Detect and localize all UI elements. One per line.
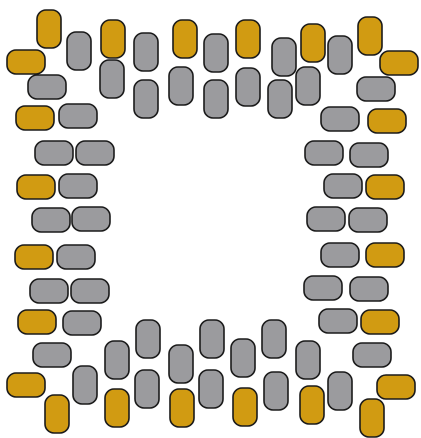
gray-pill (67, 32, 91, 70)
gray-pill (236, 68, 260, 106)
gray-pill (353, 343, 391, 367)
gray-pill (136, 320, 160, 358)
gray-pill (319, 309, 357, 333)
gold-pill (37, 10, 61, 48)
gray-pill (73, 366, 97, 404)
gold-pill (101, 20, 125, 58)
gray-pill (321, 243, 359, 267)
gray-pill (200, 320, 224, 358)
gray-pill (204, 34, 228, 72)
gold-pill (366, 243, 404, 267)
gray-pill (134, 33, 158, 71)
gold-pill (45, 395, 69, 433)
gold-pill (368, 109, 406, 133)
gray-pill (296, 67, 320, 105)
gold-pill (236, 20, 260, 58)
gold-pill (7, 50, 45, 74)
gold-pill (361, 310, 399, 334)
gray-pill (76, 141, 114, 165)
gray-pill (134, 80, 158, 118)
gray-pill (105, 341, 129, 379)
gray-pill (350, 143, 388, 167)
gold-pill (173, 20, 197, 58)
gold-pill (301, 24, 325, 62)
gray-pill (268, 80, 292, 118)
gray-pill (100, 60, 124, 98)
gray-pill (321, 107, 359, 131)
gray-pill (169, 67, 193, 105)
gray-pill (135, 370, 159, 408)
gray-pill (328, 372, 352, 410)
gray-pill (63, 311, 101, 335)
gold-pill (17, 175, 55, 199)
gray-pill (262, 320, 286, 358)
gray-pill (231, 339, 255, 377)
gray-pill (28, 75, 66, 99)
gray-pill (71, 279, 109, 303)
gray-pill (324, 174, 362, 198)
gold-pill (233, 388, 257, 426)
gray-pill (72, 207, 110, 231)
gray-pill (32, 208, 70, 232)
gray-pill (305, 141, 343, 165)
gray-pill (304, 276, 342, 300)
gray-pill (169, 345, 193, 383)
gold-pill (170, 389, 194, 427)
gold-pill (105, 389, 129, 427)
gold-pill (300, 386, 324, 424)
gray-pill (307, 207, 345, 231)
gray-pill (199, 370, 223, 408)
gold-pill (7, 373, 45, 397)
gray-pill (204, 80, 228, 118)
gold-pill (16, 106, 54, 130)
gold-pill (377, 375, 415, 399)
gold-pill (366, 175, 404, 199)
gray-pill (296, 341, 320, 379)
gold-pill (15, 245, 53, 269)
gold-pill (380, 51, 418, 75)
gray-pill (357, 77, 395, 101)
gold-pill (18, 310, 56, 334)
gray-pill (349, 208, 387, 232)
gray-pill (33, 343, 71, 367)
gray-pill (57, 245, 95, 269)
gray-pill (328, 36, 352, 74)
gray-pill (35, 141, 73, 165)
gray-pill (350, 277, 388, 301)
gray-pill (30, 279, 68, 303)
gold-pill (358, 17, 382, 55)
gray-pill (264, 372, 288, 410)
gray-pill (272, 38, 296, 76)
gray-pill (59, 104, 97, 128)
gold-pill (360, 399, 384, 437)
gray-pill (59, 174, 97, 198)
